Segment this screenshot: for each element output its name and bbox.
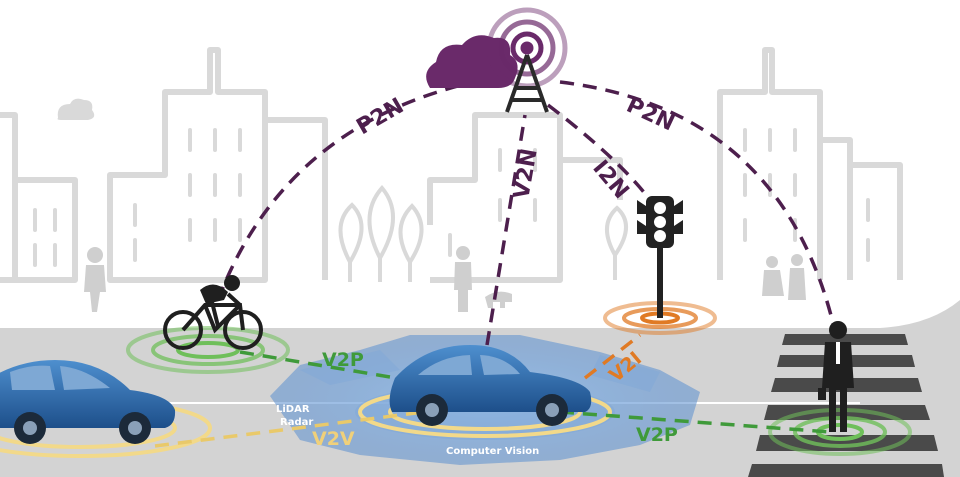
radar-label: Radar [280, 417, 313, 428]
pedestrian-icon [818, 321, 854, 432]
cell-tower-icon [505, 54, 549, 113]
traffic-light-icon [637, 196, 683, 318]
v2n-line [485, 114, 527, 346]
v2v-line [154, 408, 441, 448]
computer-vision-label: Computer Vision [446, 446, 539, 457]
lidar-label: LiDAR [276, 404, 310, 415]
local-links [154, 333, 831, 448]
city-skyline [0, 47, 903, 283]
building-windows [33, 128, 870, 267]
v2p-bottom-label: V2P [636, 424, 678, 446]
v2v-label: V2V [312, 428, 355, 450]
p2n-right-label: P2N [622, 93, 678, 137]
p2n-right-line [559, 80, 840, 346]
v2p-top-label: V2P [322, 349, 364, 371]
v2p-top-line [239, 350, 421, 384]
trees [338, 184, 628, 282]
background-people [84, 246, 806, 312]
left-car-icon [0, 360, 176, 444]
i2n-line [546, 103, 652, 202]
v2n-label: V2N [509, 147, 542, 201]
p2n-left-label: P2N [353, 94, 409, 141]
i2n-label: I2N [587, 156, 633, 204]
v2i-line [583, 333, 642, 380]
cloud-icon [426, 35, 518, 88]
bicycle-rings [126, 326, 290, 374]
center-car-icon [389, 345, 592, 426]
background-clouds [57, 98, 95, 120]
cyclist-icon [163, 275, 263, 350]
signal-waves-icon [486, 7, 568, 89]
